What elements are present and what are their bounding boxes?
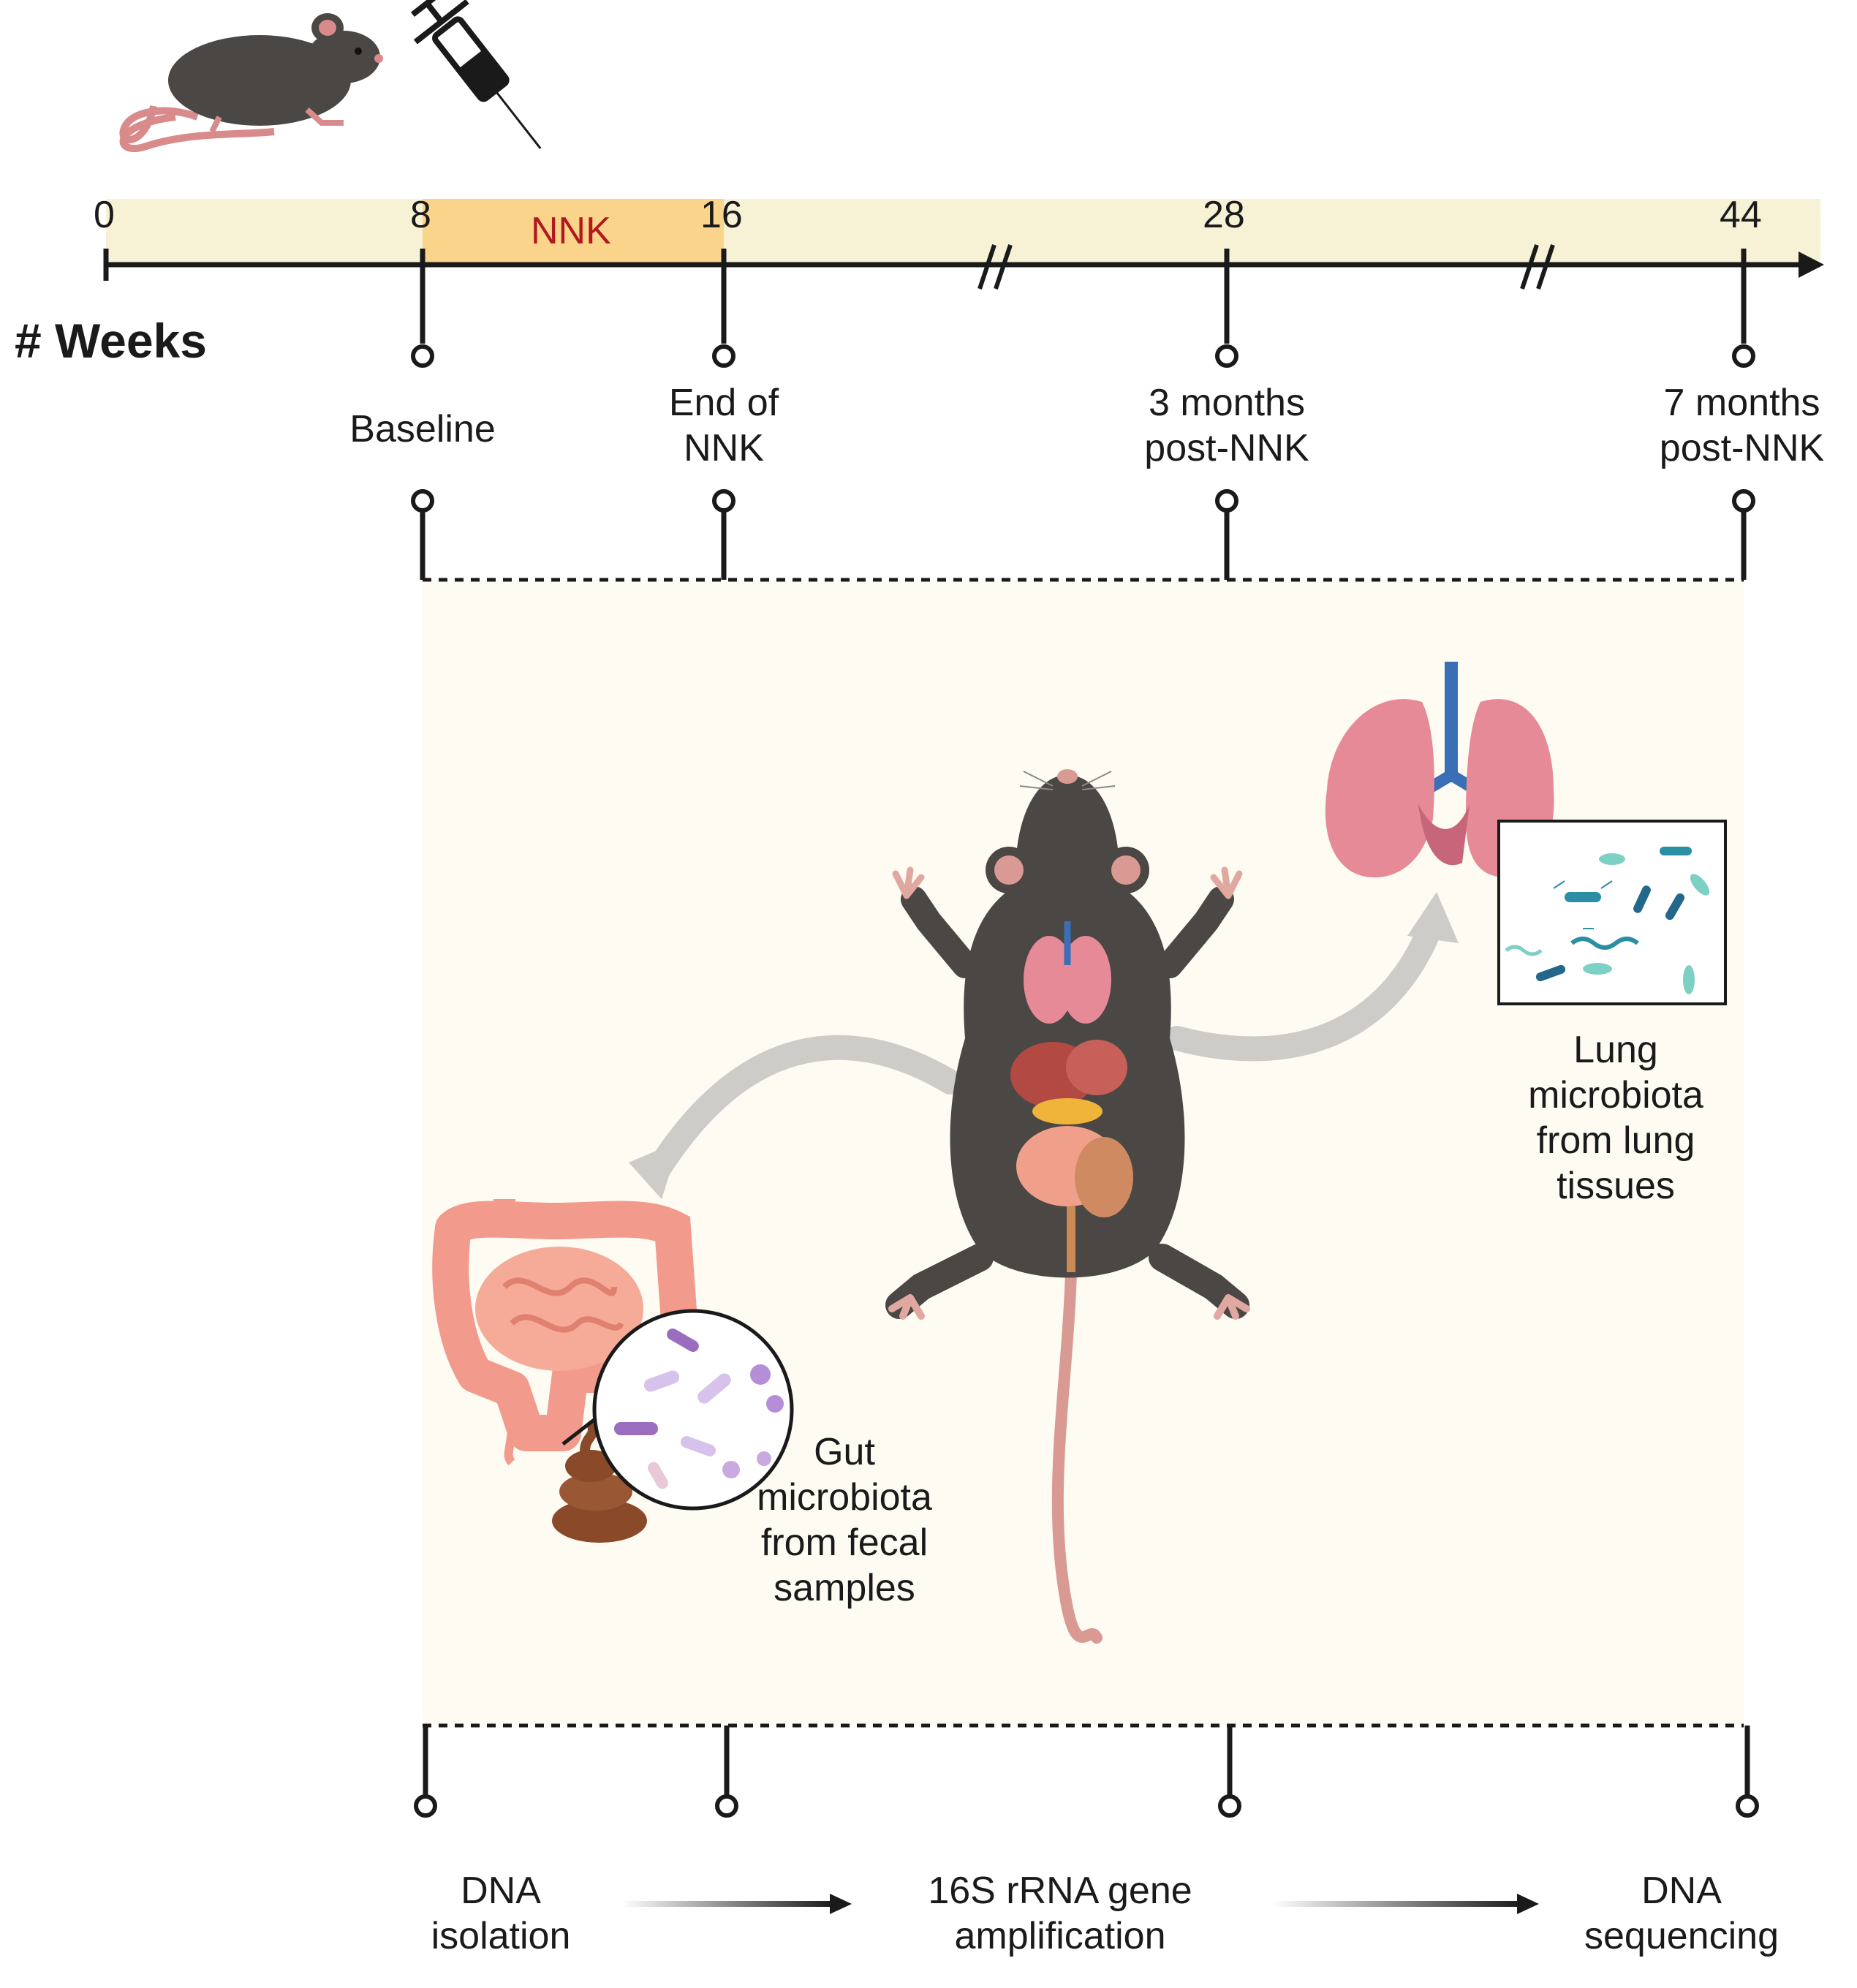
lung-label-line1: Lung xyxy=(1573,1029,1658,1071)
tick-16: 16 xyxy=(700,194,743,236)
lung-label-line2: microbiota xyxy=(1528,1074,1703,1116)
step3-line1: DNA xyxy=(1641,1870,1722,1912)
workflow-arrow-2 xyxy=(1272,1901,1521,1907)
timeline-band xyxy=(106,199,1820,265)
lung-label-line3: from lung xyxy=(1536,1119,1695,1162)
gut-arrow-head xyxy=(629,1141,680,1199)
lung-label-line4: tissues xyxy=(1557,1165,1675,1207)
gut-label-line4: samples xyxy=(774,1567,915,1609)
gut-arrow xyxy=(646,1035,963,1182)
weeks-axis-label: # Weeks xyxy=(15,314,207,368)
timepoint-7m-line1: 7 months xyxy=(1663,382,1820,424)
tick-44: 44 xyxy=(1720,194,1762,236)
workflow-step-dna-isolation: DNA isolation xyxy=(391,1868,610,1959)
feces-icon xyxy=(552,1421,647,1543)
tick-0: 0 xyxy=(94,194,115,236)
gut-label-line3: from fecal xyxy=(760,1522,928,1564)
syringe-icon xyxy=(410,0,542,149)
step2-line2: amplification xyxy=(954,1915,1166,1957)
gut-label-line2: microbiota xyxy=(757,1476,932,1519)
step1-line1: DNA xyxy=(461,1870,541,1912)
timepoint-3m-line2: post-NNK xyxy=(1144,427,1309,469)
step2-line1: 16S rRNA gene xyxy=(928,1870,1192,1912)
nnk-band xyxy=(423,199,724,265)
timepoint-7m-line2: post-NNK xyxy=(1659,427,1825,469)
workflow-arrow-1 xyxy=(621,1901,833,1907)
workflow-arrow-1-head xyxy=(830,1894,852,1914)
tick-8: 8 xyxy=(410,194,431,236)
workflow-arrow-2-head xyxy=(1517,1894,1539,1914)
gut-label-line1: Gut xyxy=(814,1431,875,1473)
lung-microbiota-label: Lung microbiota from lung tissues xyxy=(1506,1027,1725,1209)
step3-line2: sequencing xyxy=(1584,1915,1779,1957)
timepoint-stems-top xyxy=(411,249,1755,368)
timepoint-3-months: 3 months post-NNK xyxy=(1110,380,1344,471)
lung-arrow xyxy=(1165,909,1445,1062)
step1-line2: isolation xyxy=(431,1915,571,1957)
tick-28: 28 xyxy=(1203,194,1245,236)
timepoint-3m-line1: 3 months xyxy=(1149,382,1305,424)
mouse-icon xyxy=(119,13,383,153)
lung-arrow-head xyxy=(1407,892,1459,943)
timepoint-end-of-nnk: End of NNK xyxy=(607,380,841,471)
panel-connectors xyxy=(411,489,1759,1818)
mouse-dissected-icon xyxy=(885,769,1250,1644)
workflow-step-dna-sequencing: DNA sequencing xyxy=(1557,1868,1806,1959)
nnk-label: NNK xyxy=(531,210,611,252)
magnifier-bacteria-icon xyxy=(561,1309,794,1511)
gut-microbiota-label: Gut microbiota from fecal samples xyxy=(735,1429,954,1611)
intestine-icon xyxy=(432,1199,698,1466)
timepoint-end-line1: End of xyxy=(668,382,779,424)
bacteria-box-icon xyxy=(1497,820,1727,1005)
timepoint-7-months: 7 months post-NNK xyxy=(1627,380,1857,471)
timepoint-baseline-line1: Baseline xyxy=(349,408,496,450)
timepoint-end-line2: NNK xyxy=(684,427,764,469)
timepoint-baseline: Baseline xyxy=(306,407,540,452)
workflow-step-16s-amplification: 16S rRNA gene amplification xyxy=(899,1868,1221,1959)
timeline-axis xyxy=(103,244,1824,290)
